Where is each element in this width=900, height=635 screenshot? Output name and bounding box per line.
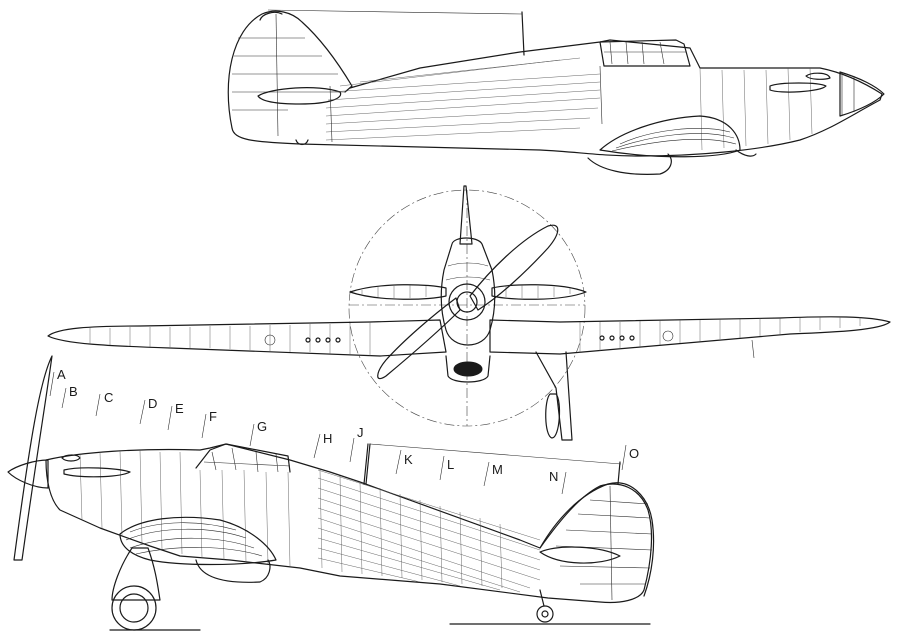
station-label-a: A [57, 367, 66, 382]
station-label-g: G [257, 419, 268, 434]
station-label-o: O [629, 446, 640, 461]
station-label-l: L [447, 457, 455, 472]
station-label-k: K [404, 452, 413, 467]
station-label-e: E [175, 401, 184, 416]
station-label-n: N [549, 469, 559, 484]
station-label-c: C [104, 390, 114, 405]
station-label-f: F [209, 409, 217, 424]
station-label-b: B [69, 384, 78, 399]
station-label-m: M [492, 462, 503, 477]
station-label-j: J [357, 425, 364, 440]
station-label-h: H [323, 431, 333, 446]
station-label-d: D [148, 396, 158, 411]
